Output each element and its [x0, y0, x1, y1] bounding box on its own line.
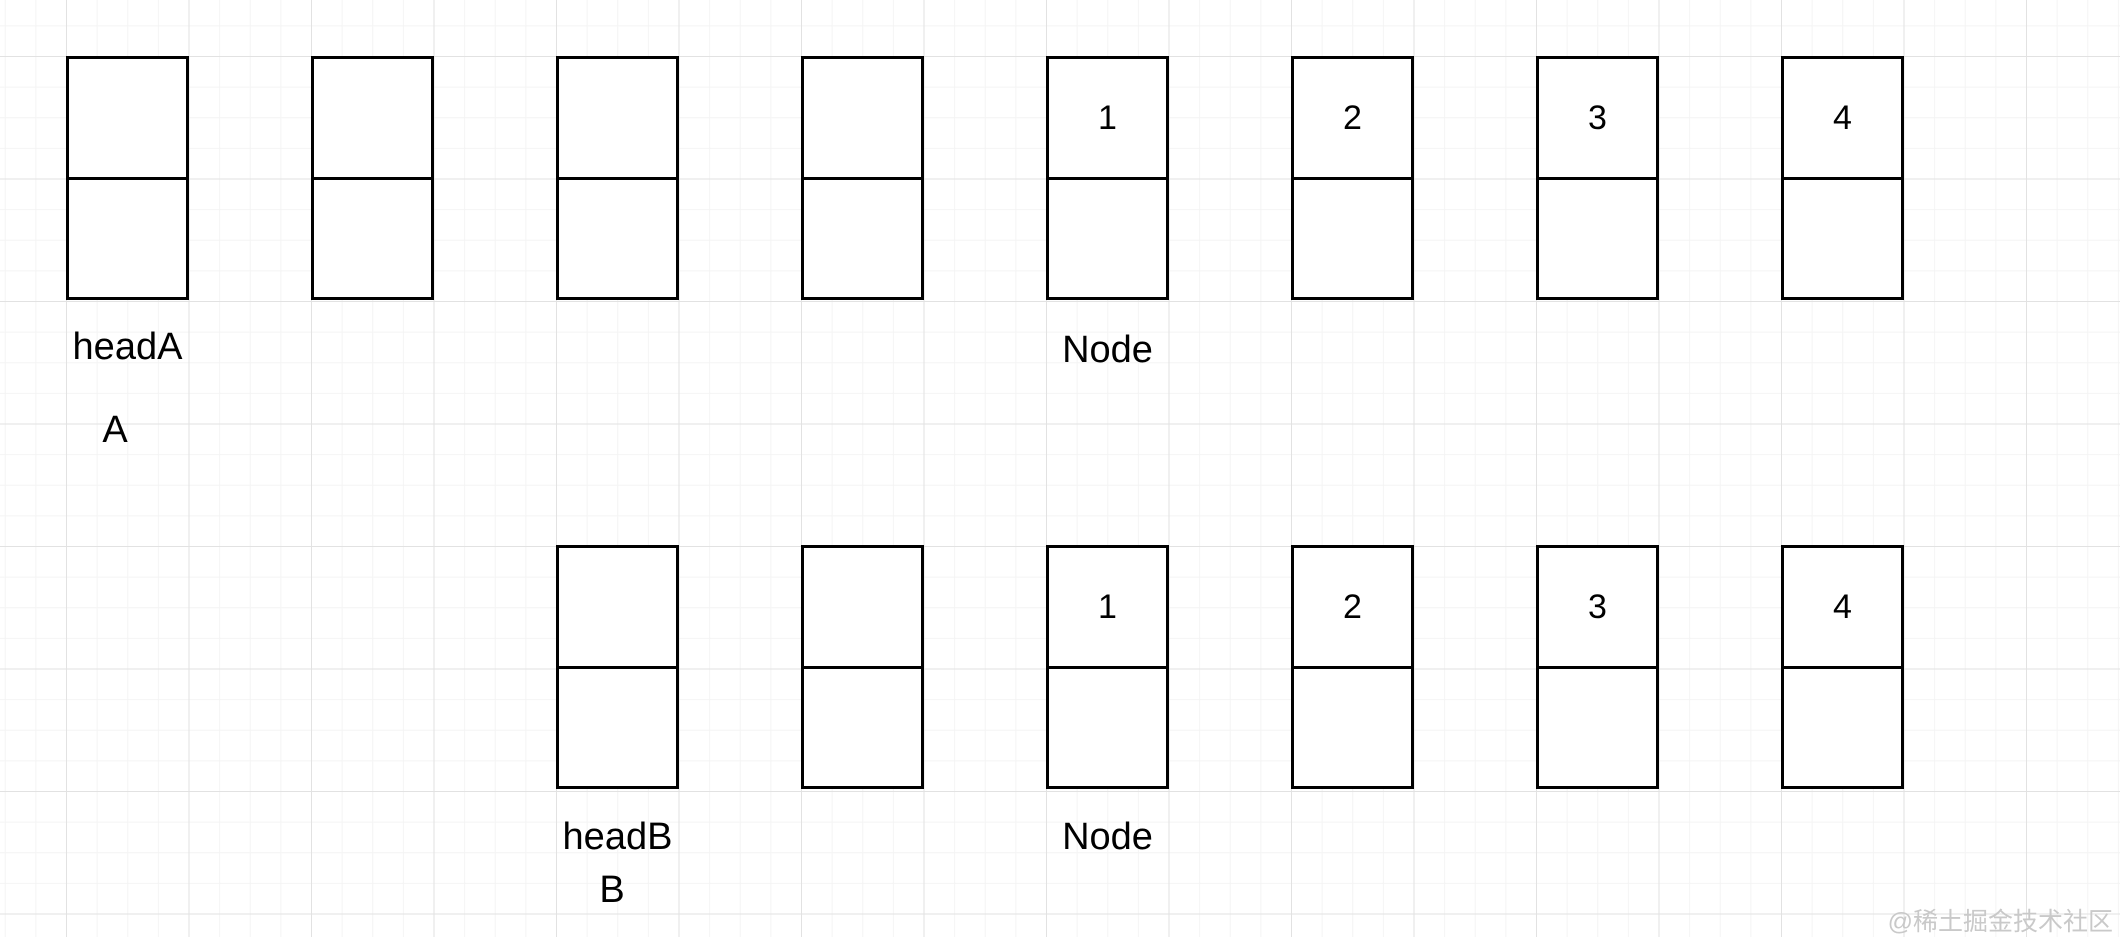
node-pointer-cell [1784, 669, 1901, 786]
node-pointer-cell [559, 180, 676, 297]
list-a-name-label: A [102, 409, 128, 451]
list-a-node-6: 2 [1291, 56, 1414, 300]
node-value-cell: 4 [1784, 548, 1901, 669]
node-pointer-cell [69, 180, 186, 297]
list-a-node-7: 3 [1536, 56, 1659, 300]
list-a-node-5: 1 [1046, 56, 1169, 300]
list-b-node-6: 4 [1781, 545, 1904, 789]
list-a-node-3 [556, 56, 679, 300]
node-value-cell: 2 [1294, 59, 1411, 180]
node-pointer-cell [804, 180, 921, 297]
node-value-cell: 1 [1049, 548, 1166, 669]
node-value-cell [559, 548, 676, 669]
node-value-cell [804, 59, 921, 180]
node-pointer-cell [1784, 180, 1901, 297]
list-b-node-3: 1 [1046, 545, 1169, 789]
node-value-cell [314, 59, 431, 180]
list-b-node-2 [801, 545, 924, 789]
node-value-cell: 1 [1049, 59, 1166, 180]
node-pointer-cell [314, 180, 431, 297]
node-value-cell: 4 [1784, 59, 1901, 180]
list-a-node-type-label: Node [1062, 329, 1153, 371]
list-b-node-type-label: Node [1062, 816, 1153, 858]
list-a-node-2 [311, 56, 434, 300]
node-value-cell [69, 59, 186, 180]
node-value-cell: 2 [1294, 548, 1411, 669]
list-a-head-label: headA [72, 326, 183, 368]
list-b-node-5: 3 [1536, 545, 1659, 789]
node-value-cell: 3 [1539, 59, 1656, 180]
juejin-watermark: @稀土掘金技术社区 [1887, 908, 2113, 936]
list-b-node-4: 2 [1291, 545, 1414, 789]
list-b-name-label: B [599, 869, 625, 911]
node-value-cell [804, 548, 921, 669]
list-b-node-1 [556, 545, 679, 789]
node-pointer-cell [559, 669, 676, 786]
list-b-head-label: headB [562, 816, 673, 858]
node-value-cell: 3 [1539, 548, 1656, 669]
node-pointer-cell [804, 669, 921, 786]
node-pointer-cell [1539, 669, 1656, 786]
node-value-cell [559, 59, 676, 180]
list-a-node-1 [66, 56, 189, 300]
node-pointer-cell [1294, 180, 1411, 297]
list-a-node-8: 4 [1781, 56, 1904, 300]
list-a-node-4 [801, 56, 924, 300]
node-pointer-cell [1049, 669, 1166, 786]
node-pointer-cell [1049, 180, 1166, 297]
node-pointer-cell [1539, 180, 1656, 297]
node-pointer-cell [1294, 669, 1411, 786]
